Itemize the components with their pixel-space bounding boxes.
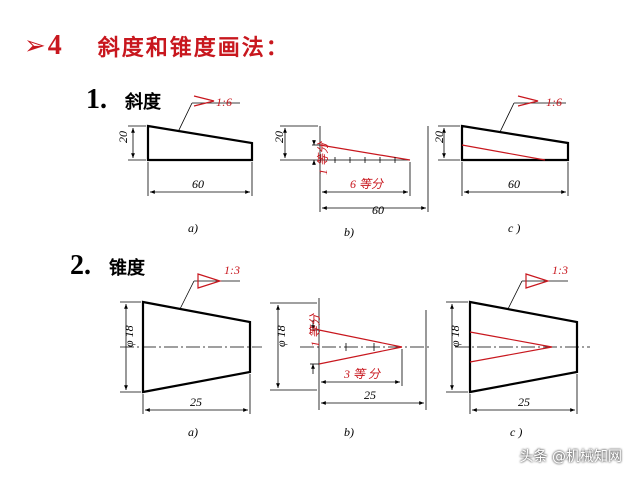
taper-diameter-a: φ 18 — [122, 325, 136, 347]
watermark: 头条 @机械知网 — [519, 449, 622, 465]
taper-index: 2. — [70, 250, 91, 281]
section-heading: ➢ 4 斜度和锥度画法： — [24, 30, 290, 62]
bullet-arrow-icon: ➢ — [24, 31, 46, 61]
taper-symbol-icon-c — [525, 273, 550, 289]
taper-length-a: 25 — [190, 395, 202, 409]
taper-ratio-c: 1:3 — [552, 263, 568, 277]
taper-div-horizontal: 3 等 分 — [343, 367, 381, 381]
taper-diameter-b: φ 18 — [274, 325, 288, 347]
taper-figure-b — [270, 298, 430, 410]
slope-div-horizontal: 6 等分 — [350, 177, 384, 191]
slope-ratio-c: 1:6 — [546, 95, 562, 109]
slope-length-c: 60 — [508, 177, 520, 191]
taper-sub-b: b) — [344, 425, 354, 439]
taper-symbol-icon — [197, 273, 222, 289]
taper-label: 锥度 — [109, 258, 145, 279]
taper-heading: 2. 锥度 — [70, 250, 145, 282]
slope-figure-a — [128, 95, 254, 196]
taper-length-c: 25 — [518, 395, 530, 409]
taper-figure-c — [446, 273, 590, 414]
slope-figure-b — [280, 125, 429, 212]
slope-symbol-icon-c — [517, 95, 539, 107]
slope-ratio-a: 1:6 — [216, 95, 232, 109]
slope-symbol-icon — [193, 95, 215, 107]
taper-div-vertical: 1 等分 — [308, 313, 322, 347]
slope-label: 斜度 — [125, 92, 161, 113]
slope-sub-c: c ) — [508, 221, 520, 235]
slope-heading: 1. 斜度 — [86, 84, 161, 116]
taper-diameter-c: φ 18 — [448, 325, 462, 347]
taper-sub-a: a) — [188, 425, 198, 439]
slope-figure-c — [438, 95, 570, 196]
slope-sub-a: a) — [188, 221, 198, 235]
taper-figure-a — [120, 273, 262, 414]
taper-length-b: 25 — [364, 388, 376, 402]
slope-sub-b: b) — [344, 225, 354, 239]
taper-ratio-a: 1:3 — [224, 263, 240, 277]
slope-height-b: 20 — [272, 131, 286, 143]
taper-sub-c: c ) — [510, 425, 522, 439]
slope-height-c: 20 — [432, 131, 446, 143]
section-number: 4 — [47, 30, 62, 61]
taper-cone-a — [141, 300, 252, 394]
section-title: 斜度和锥度画法： — [97, 36, 290, 61]
slope-wedge-c — [460, 124, 570, 162]
slope-wedge-a — [146, 124, 254, 162]
slope-height-a: 20 — [116, 131, 130, 143]
slope-length-b: 60 — [372, 203, 384, 217]
slope-index: 1. — [86, 84, 107, 115]
slope-length-a: 60 — [192, 177, 204, 191]
slope-div-vertical: 1 等分 — [316, 141, 330, 175]
